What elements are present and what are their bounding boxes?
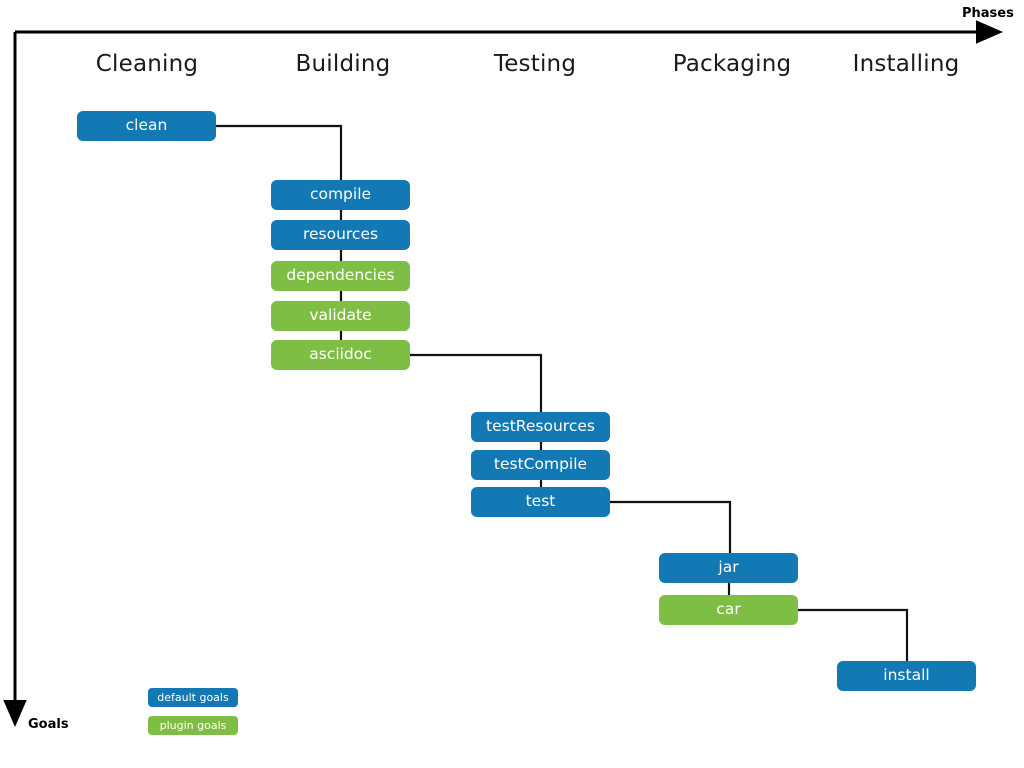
- phase-header-building: Building: [295, 51, 391, 77]
- goal-node-compile[interactable]: compile: [271, 180, 410, 210]
- phase-header-testing: Testing: [493, 51, 577, 77]
- goal-node-install[interactable]: install: [837, 661, 976, 691]
- goal-node-testcompile[interactable]: testCompile: [471, 450, 610, 480]
- goal-node-resources[interactable]: resources: [271, 220, 410, 250]
- connector-clean-compile: [216, 124, 343, 181]
- goal-node-asciidoc[interactable]: asciidoc: [271, 340, 410, 370]
- legend-item-default-goals: default goals: [148, 688, 238, 707]
- goals-axis-label: Goals: [28, 717, 69, 732]
- goal-node-testresources[interactable]: testResources: [471, 412, 610, 442]
- goal-node-validate[interactable]: validate: [271, 301, 410, 331]
- goal-node-test[interactable]: test: [471, 487, 610, 517]
- goal-node-dependencies[interactable]: dependencies: [271, 261, 410, 291]
- goal-node-car[interactable]: car: [659, 595, 798, 625]
- legend-item-plugin-goals: plugin goals: [148, 716, 238, 735]
- phases-axis-label: Phases: [962, 6, 1014, 21]
- phase-header-packaging: Packaging: [672, 51, 792, 77]
- phase-header-installing: Installing: [852, 51, 960, 77]
- connector-group: [216, 124, 909, 662]
- phase-header-cleaning: Cleaning: [95, 51, 199, 77]
- connector-car-install: [798, 608, 909, 662]
- connector-test-jar: [610, 500, 732, 554]
- goal-node-clean[interactable]: clean: [77, 111, 216, 141]
- goal-node-jar[interactable]: jar: [659, 553, 798, 583]
- connector-asciidoc-testresources: [410, 353, 543, 413]
